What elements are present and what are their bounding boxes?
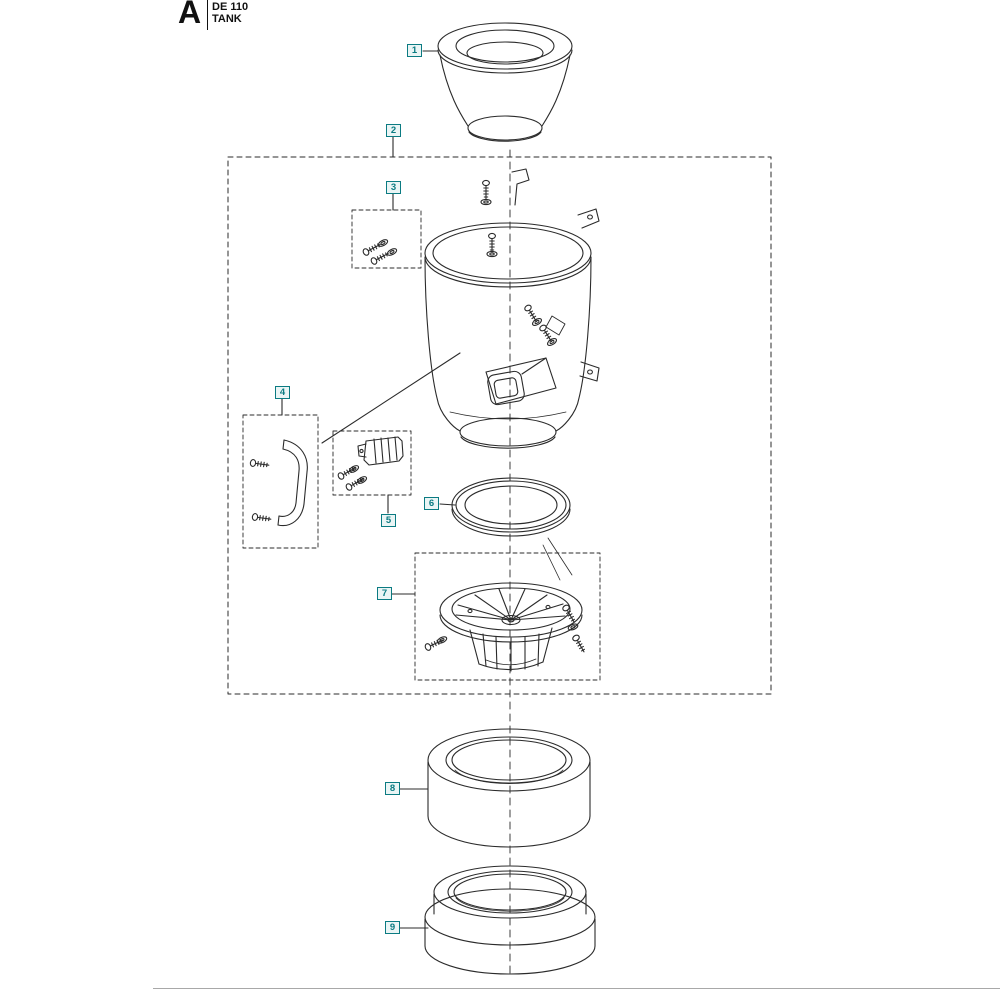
callout-4[interactable]: 4 — [275, 386, 290, 399]
part-8-drum-drawing — [427, 728, 591, 848]
part-7-diffuser-drawing — [414, 552, 601, 681]
callout-3[interactable]: 3 — [386, 181, 401, 194]
footer-rule — [153, 988, 1000, 989]
part-4-handle-drawing — [242, 414, 319, 549]
part-6-gasket-drawing — [451, 477, 571, 537]
callout-6[interactable]: 6 — [424, 497, 439, 510]
tank-body-drawing — [424, 168, 600, 449]
callout-8[interactable]: 8 — [385, 782, 400, 795]
callout-1[interactable]: 1 — [407, 44, 422, 57]
part-5-float-valve-drawing — [332, 430, 412, 496]
part-2-group-box — [227, 156, 772, 695]
part-9-base-ring-drawing — [424, 865, 596, 975]
callout-9[interactable]: 9 — [385, 921, 400, 934]
callout-2[interactable]: 2 — [386, 124, 401, 137]
leader-lines — [281, 50, 573, 929]
page-title: TANK — [212, 13, 242, 25]
section-letter: A — [178, 0, 202, 30]
part-3-screw-kit-drawing — [351, 209, 422, 269]
callout-5[interactable]: 5 — [381, 514, 396, 527]
header-divider — [207, 0, 208, 30]
callout-7[interactable]: 7 — [377, 587, 392, 600]
model-label: DE 110 — [212, 1, 249, 13]
part-1-filter-cone-drawing — [437, 22, 573, 142]
